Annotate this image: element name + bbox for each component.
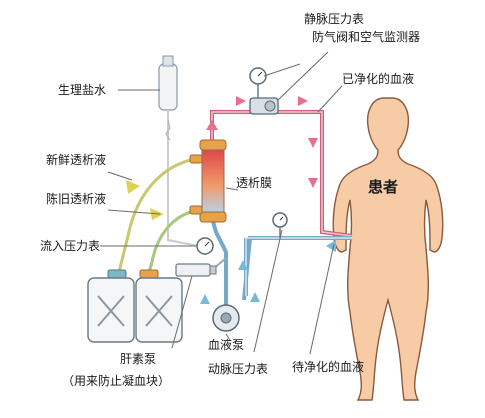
label-venous-pressure-gauge: 静脉压力表 (304, 12, 365, 26)
label-heparin-note: （用来防止凝血块） (62, 374, 171, 388)
label-patient: 患者 (368, 178, 399, 196)
inflow-pressure-gauge (196, 237, 214, 255)
flow-arrow-pink (236, 96, 246, 106)
leader-lines (100, 51, 343, 355)
flow-arrow-blue (250, 292, 260, 302)
flow-arrow-yellow (126, 180, 140, 194)
label-saline: 生理盐水 (58, 83, 107, 97)
label-blood-pump: 血液泵 (208, 338, 245, 352)
heparin-pump (175, 263, 217, 277)
fresh-dialysate-canister (87, 269, 135, 343)
label-used-dialysate: 陈旧透析液 (46, 192, 107, 206)
blood-pump (212, 304, 240, 332)
label-inflow-pressure-gauge: 流入压力表 (40, 239, 101, 253)
fresh-dialysate-line (116, 156, 201, 277)
saline-line (167, 110, 199, 247)
saline-bag (158, 63, 178, 111)
air-trap-detector (249, 97, 279, 115)
flow-arrow-blue (200, 294, 210, 304)
dialyzer (189, 139, 227, 223)
flow-arrow-blue (326, 240, 336, 252)
label-blood-to-purify: 待净化的血液 (292, 360, 365, 374)
arterial-pressure-gauge (272, 212, 288, 238)
flow-arrow-pink (308, 138, 318, 148)
used-dialysate-canister (135, 269, 183, 343)
flow-arrow-blue (238, 260, 248, 270)
flow-arrow-pink (206, 120, 218, 130)
venous-pressure-gauge (249, 67, 267, 100)
label-heparin-pump: 肝素泵 (120, 352, 157, 366)
label-arterial-pressure-gauge: 动脉压力表 (208, 362, 269, 376)
patient-body (332, 97, 444, 401)
flow-arrow-pink (298, 96, 308, 106)
label-fresh-dialysate: 新鲜透析液 (46, 153, 107, 167)
flow-arrow-pink (308, 178, 318, 188)
label-dialyzer: 透析膜 (236, 176, 273, 190)
label-purified-blood: 已净化的血液 (342, 72, 415, 86)
label-air-trap-detector: 防气阀和空气监测器 (312, 30, 421, 44)
